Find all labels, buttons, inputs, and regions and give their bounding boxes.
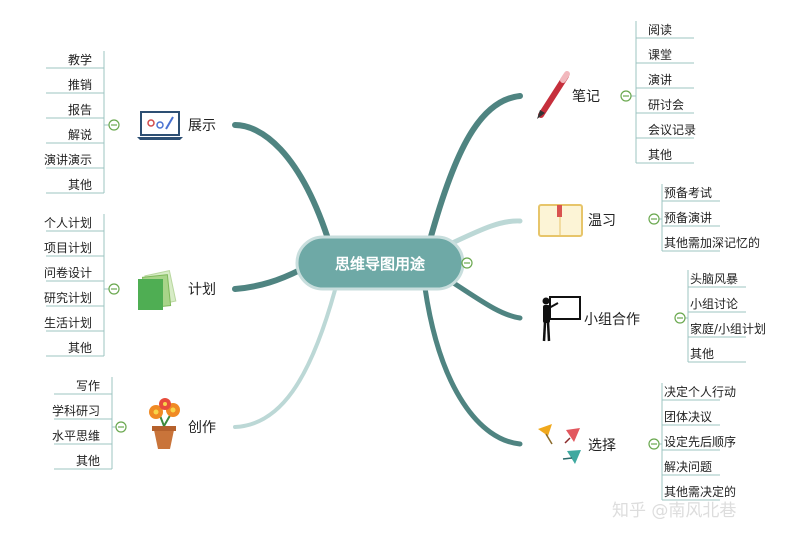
branch-label-show[interactable]: 展示 — [188, 118, 216, 134]
collapse-toggle-plan[interactable] — [108, 283, 120, 295]
bracket-choose — [659, 383, 720, 501]
leaf-topic[interactable]: 解决问题 — [664, 460, 712, 474]
connector-create — [233, 288, 337, 429]
collapse-toggle-review[interactable] — [648, 213, 660, 225]
bracket-group — [685, 270, 746, 363]
pushpin-icon — [538, 424, 581, 464]
connector-group — [449, 279, 523, 321]
leaf-topic[interactable]: 其他 — [648, 148, 672, 162]
leaf-topic[interactable]: 水平思维 — [52, 429, 100, 443]
branch-collapse-toggles — [108, 90, 686, 450]
flower-pot-icon — [149, 398, 180, 449]
branch-label-group[interactable]: 小组合作 — [584, 312, 640, 328]
leaf-topic[interactable]: 阅读 — [648, 23, 672, 37]
presenter-icon — [542, 296, 581, 342]
connector-show — [232, 122, 333, 248]
collapse-toggle-choose[interactable] — [648, 438, 660, 450]
branch-label-choose[interactable]: 选择 — [588, 438, 616, 454]
leaf-topic[interactable]: 其他需决定的 — [664, 484, 736, 499]
leaf-topic[interactable]: 项目计划 — [44, 241, 92, 255]
leaf-topic[interactable]: 其他需加深记忆的 — [664, 235, 760, 250]
collapse-toggle-show[interactable] — [108, 119, 120, 131]
branch-label-note[interactable]: 笔记 — [572, 89, 600, 105]
leaf-topic[interactable]: 学科研习 — [52, 403, 100, 418]
leaf-topic[interactable]: 生活计划 — [44, 316, 92, 330]
notebook-icon — [538, 204, 583, 237]
bracket-create — [54, 377, 116, 470]
leaf-topic[interactable]: 设定先后顺序 — [664, 434, 736, 449]
leaf-topic[interactable]: 研讨会 — [648, 98, 684, 112]
leaf-topic[interactable]: 预备演讲 — [664, 210, 712, 225]
leaf-brackets — [46, 21, 746, 501]
bracket-review — [659, 184, 720, 252]
bracket-show — [46, 51, 109, 194]
branch-label-create[interactable]: 创作 — [188, 420, 216, 436]
leaf-topic[interactable]: 其他 — [76, 454, 100, 468]
leaf-topic[interactable]: 演讲 — [648, 72, 672, 87]
leaf-topic[interactable]: 其他 — [690, 347, 714, 361]
leaf-topic[interactable]: 头脑风暴 — [690, 272, 738, 286]
branch-label-plan[interactable]: 计划 — [188, 282, 216, 298]
connector-review — [445, 218, 523, 248]
leaf-topic[interactable]: 课堂 — [648, 48, 672, 62]
leaf-topic[interactable]: 其他 — [68, 178, 92, 192]
leaf-topic[interactable]: 个人计划 — [44, 216, 92, 230]
leaf-topic[interactable]: 家庭/小组计划 — [690, 321, 766, 336]
laptop-icon — [137, 111, 183, 140]
leaf-topic[interactable]: 写作 — [76, 379, 100, 393]
papers-icon — [138, 270, 177, 310]
leaf-topic[interactable]: 小组讨论 — [690, 297, 738, 311]
leaf-topic[interactable]: 解说 — [68, 127, 92, 142]
bracket-note — [631, 21, 694, 164]
collapse-toggle-note[interactable] — [620, 90, 632, 102]
branch-label-review[interactable]: 温习 — [588, 213, 616, 229]
leaf-topic[interactable]: 研究计划 — [44, 290, 92, 305]
leaf-topic[interactable]: 推销 — [68, 78, 92, 92]
branch-connectors — [232, 93, 523, 447]
leaf-topic[interactable]: 问卷设计 — [44, 265, 92, 280]
collapse-toggle-create[interactable] — [115, 421, 127, 433]
bracket-plan — [46, 214, 109, 357]
central-topic-label: 思维导图用途 — [335, 255, 426, 273]
leaf-topic[interactable]: 演讲演示 — [44, 152, 92, 167]
leaf-topic[interactable]: 决定个人行动 — [664, 384, 736, 399]
watermark: 知乎 @南风北巷 — [612, 501, 736, 521]
leaf-topic[interactable]: 预备考试 — [664, 185, 712, 200]
connector-plan — [232, 267, 303, 292]
leaf-topic[interactable]: 团体决议 — [664, 410, 712, 424]
collapse-toggle-group[interactable] — [674, 312, 686, 324]
leaf-topic[interactable]: 报告 — [68, 102, 92, 117]
central-topic[interactable]: 思维导图用途 — [295, 235, 465, 291]
pencil-icon — [537, 71, 570, 119]
leaf-topic[interactable]: 教学 — [68, 52, 92, 67]
leaf-topics: 阅读课堂演讲研讨会会议记录其他预备考试预备演讲其他需加深记忆的头脑风暴小组讨论家… — [44, 23, 766, 499]
leaf-topic[interactable]: 会议记录 — [648, 123, 696, 137]
connector-choose — [422, 285, 523, 447]
central-collapse-toggle[interactable] — [461, 257, 473, 269]
connector-note — [427, 93, 523, 243]
leaf-topic[interactable]: 其他 — [68, 341, 92, 355]
